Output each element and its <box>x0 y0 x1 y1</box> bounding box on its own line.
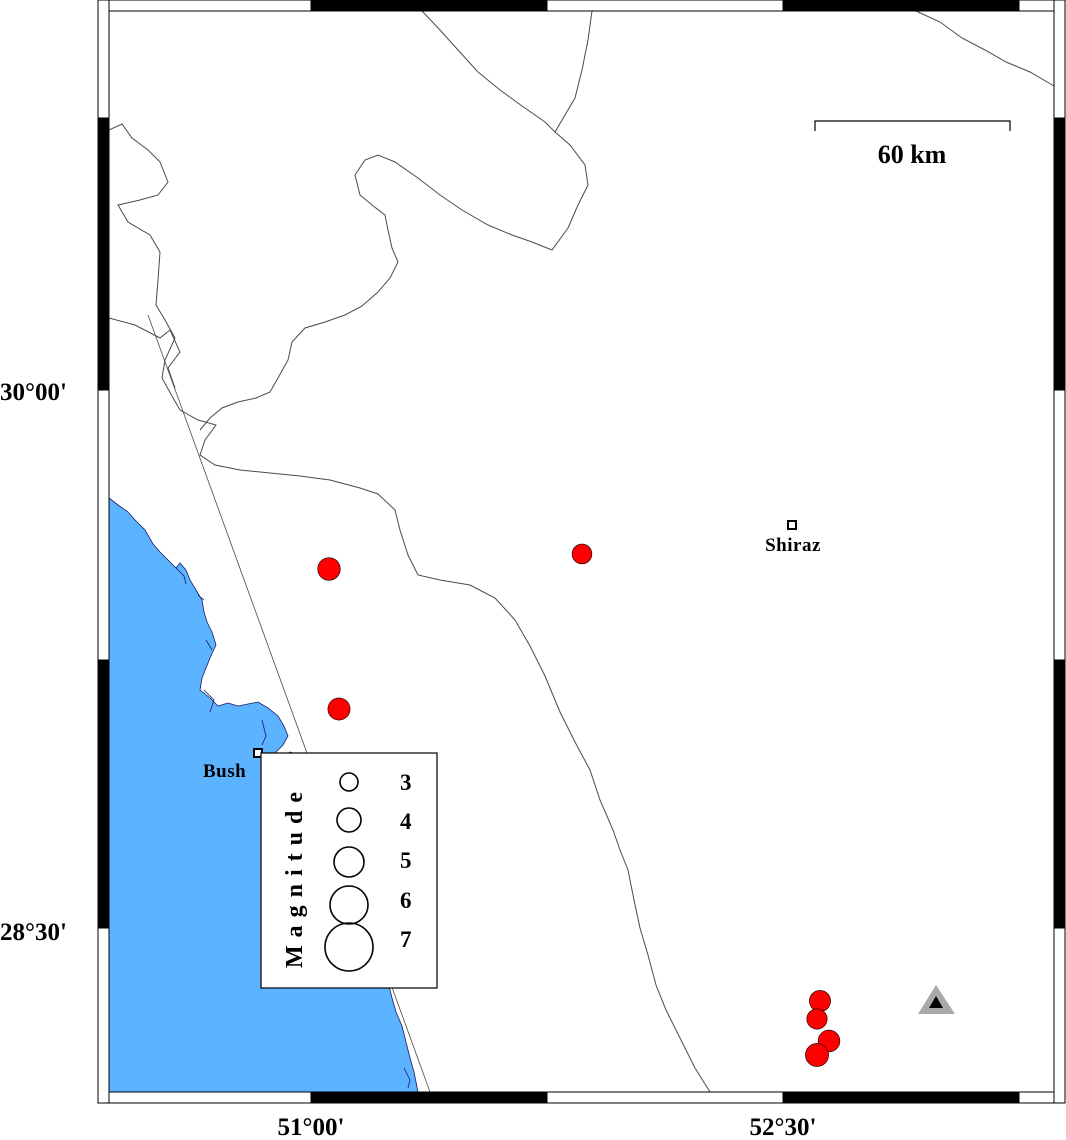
lat-label-30-00: 30°00' <box>0 379 67 406</box>
earthquake-event <box>571 543 593 565</box>
legend-circle-icon <box>339 772 359 792</box>
earthquake-event <box>806 1008 828 1030</box>
event-markers <box>317 543 841 1067</box>
triangle-station-inner-icon <box>929 996 943 1008</box>
scale-bar-label: 60 km <box>878 140 947 169</box>
coast-detail <box>175 567 411 1089</box>
legend-label: 3 <box>400 770 412 795</box>
legend-label: 4 <box>400 809 412 834</box>
legend-circle-icon <box>329 885 369 925</box>
legend-circle-icon <box>324 922 374 972</box>
legend-label: 7 <box>400 927 412 952</box>
legend-label: 6 <box>400 888 412 913</box>
magnitude-legend: Magnitude 3 4 5 6 7 <box>260 752 438 989</box>
legend-title: Magnitude <box>282 784 308 968</box>
city-label-bushehr: Bush <box>203 761 246 782</box>
earthquake-event <box>809 990 831 1012</box>
legend-circle-icon <box>333 846 365 878</box>
city-marker-icon <box>787 520 797 530</box>
lat-label-28-30: 28°30' <box>0 919 67 946</box>
legend-circle-icon <box>336 807 362 833</box>
scale-bar: 60 km <box>814 120 1011 169</box>
legend-label: 5 <box>400 848 412 873</box>
city-label-shiraz: Shiraz <box>765 535 821 556</box>
province-borders <box>108 10 1055 1093</box>
earthquake-event <box>317 557 341 581</box>
station-marker <box>918 985 955 1014</box>
lon-label-52-30: 52°30' <box>750 1114 817 1140</box>
map-frame <box>97 0 1066 1104</box>
lon-label-51-00: 51°00' <box>278 1114 345 1140</box>
earthquake-event <box>327 697 351 721</box>
city-shiraz: Shiraz <box>765 520 821 556</box>
legend-box <box>260 752 438 989</box>
earthquake-event <box>805 1043 829 1067</box>
